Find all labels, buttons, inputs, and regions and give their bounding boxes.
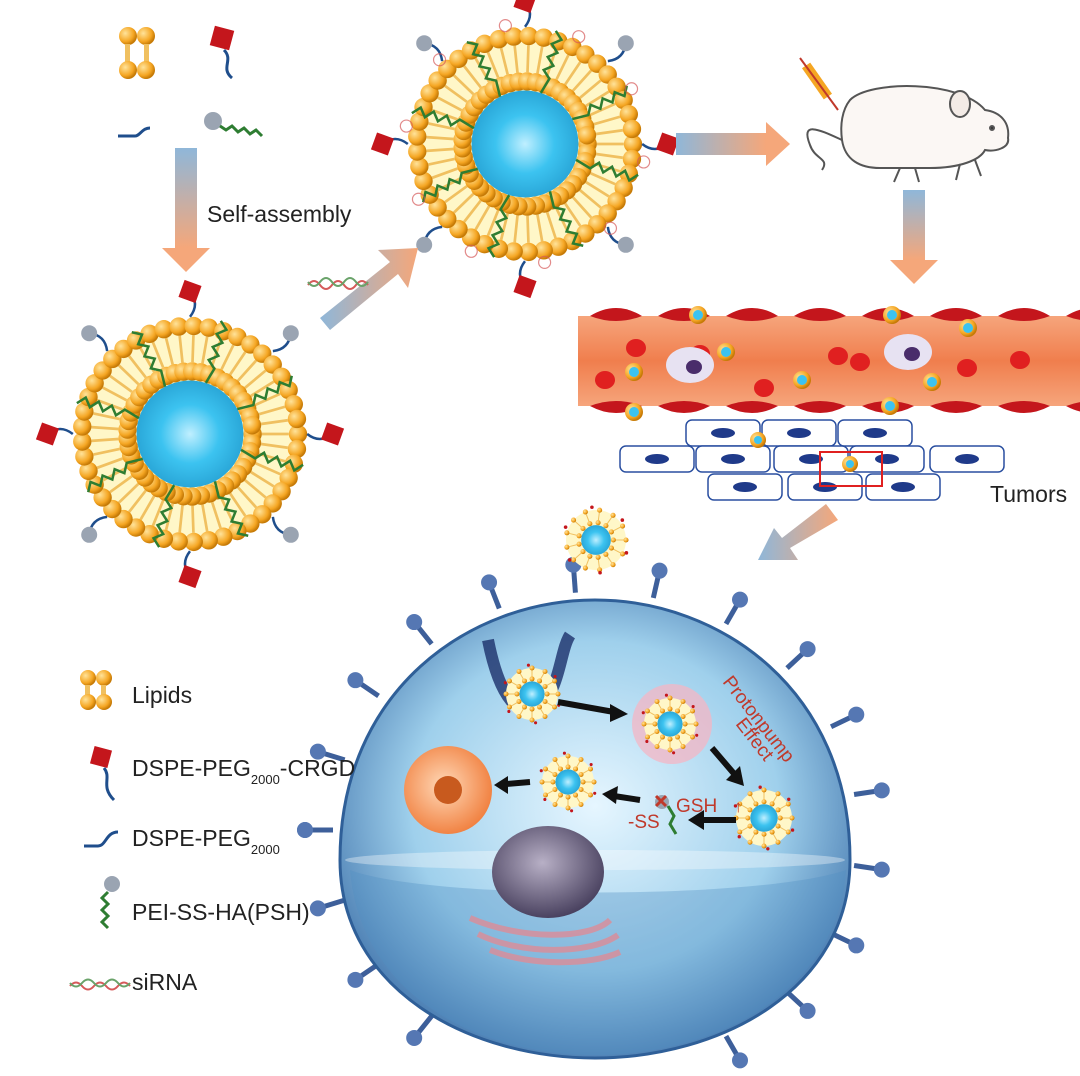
legend: Lipids DSPE-PEG2000-CRGD DSPE-PEG2000 PE… (69, 670, 355, 995)
tumor-tissue (619, 419, 1005, 501)
sirna-loading-arrow (307, 248, 418, 330)
syringe-icon (799, 57, 839, 111)
tumor-cell (297, 556, 890, 1069)
tumors-label: Tumors (990, 481, 1067, 507)
circulation-arrow (890, 190, 938, 284)
process-arrows (494, 699, 744, 830)
component-crgd-top (209, 25, 235, 80)
blood-vessel (578, 306, 1080, 421)
peg-icon (84, 830, 119, 848)
cleavage-mark-icon (654, 794, 678, 835)
nanoparticle-left (35, 279, 345, 589)
psh-icon (99, 876, 120, 930)
component-lipid-top (119, 27, 155, 79)
gsh-label: GSH (676, 796, 717, 817)
nanoparticle-center-top (370, 0, 680, 299)
legend-psh: PEI-SS-HA(PSH) (132, 899, 310, 925)
component-psh-top (204, 112, 264, 138)
legend-sirna: siRNA (132, 969, 198, 995)
ss-label: -SS (628, 812, 660, 833)
self-assembly-label: Self-assembly (207, 201, 352, 227)
tumor-to-cell-arrow (758, 504, 838, 560)
self-assembly-arrow (162, 148, 210, 272)
intracellular-nanoparticles (503, 505, 795, 851)
legend-lipids: Lipids (132, 682, 192, 708)
lipid-icon (80, 670, 112, 710)
zoom-box (819, 451, 883, 487)
legend-crgd: DSPE-PEG2000-CRGD (132, 755, 355, 787)
legend-peg: DSPE-PEG2000 (132, 825, 280, 857)
endoplasmic-reticulum (468, 915, 622, 966)
injection-arrow (676, 122, 790, 166)
mouse-icon (806, 85, 1010, 183)
crgd-icon (89, 745, 116, 802)
nucleus (492, 826, 604, 918)
component-peg-top (118, 126, 151, 138)
sirna-icon (69, 978, 131, 991)
gsh-up-arrow: ↑ (734, 797, 743, 816)
